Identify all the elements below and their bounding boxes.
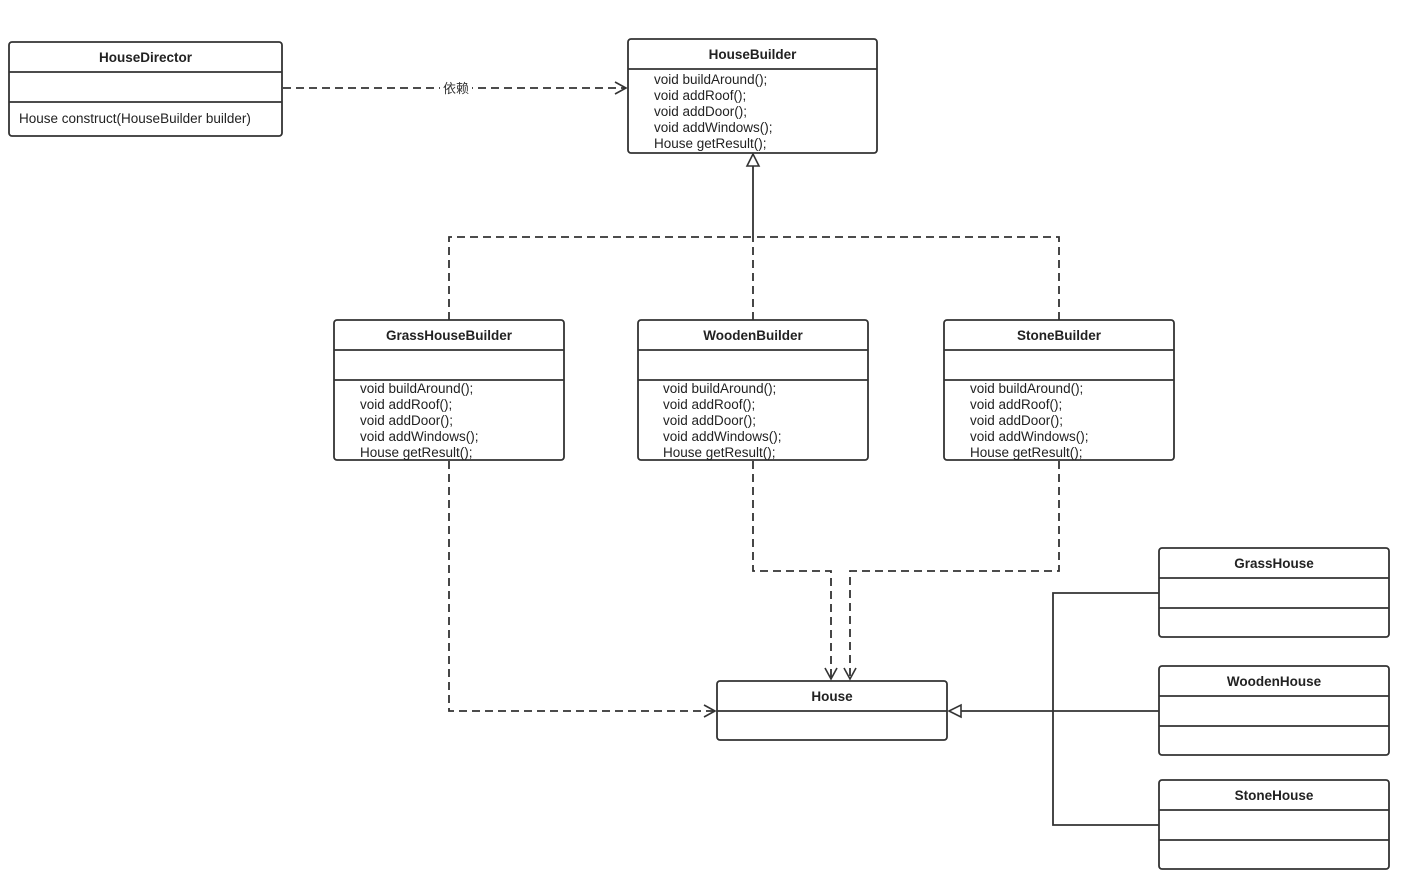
class-name: WoodenHouse bbox=[1227, 674, 1322, 689]
class-name: HouseBuilder bbox=[709, 47, 798, 62]
class-method: House construct(HouseBuilder builder) bbox=[19, 111, 251, 126]
dependency-label: 依赖 bbox=[443, 81, 469, 96]
class-method: void addDoor(); bbox=[360, 413, 453, 428]
class-name: WoodenBuilder bbox=[703, 328, 803, 343]
class-method: void addDoor(); bbox=[654, 104, 747, 119]
class-wooden-builder[interactable]: WoodenBuilder void buildAround(); void a… bbox=[637, 319, 869, 461]
class-name: StoneBuilder bbox=[1017, 328, 1102, 343]
class-method: House getResult(); bbox=[663, 445, 776, 460]
class-method: void buildAround(); bbox=[970, 381, 1083, 396]
edge-stone-builder-realization bbox=[753, 236, 1060, 320]
class-method: void addWindows(); bbox=[360, 429, 479, 444]
edge-grass-builder-to-house bbox=[448, 461, 717, 718]
class-house-builder[interactable]: HouseBuilder void buildAround(); void ad… bbox=[627, 38, 878, 154]
class-method: void buildAround(); bbox=[654, 72, 767, 87]
class-method: void buildAround(); bbox=[663, 381, 776, 396]
class-house[interactable]: House bbox=[716, 680, 948, 741]
class-name: StoneHouse bbox=[1235, 788, 1314, 803]
class-method: void addWindows(); bbox=[663, 429, 782, 444]
class-method: void addRoof(); bbox=[360, 397, 452, 412]
class-grass-house-builder[interactable]: GrassHouseBuilder void buildAround(); vo… bbox=[333, 319, 565, 461]
class-stone-house[interactable]: StoneHouse bbox=[1158, 779, 1390, 870]
class-method: void addWindows(); bbox=[970, 429, 1089, 444]
class-method: void addDoor(); bbox=[970, 413, 1063, 428]
edge-grass-builder-realization bbox=[448, 236, 753, 320]
class-wooden-house[interactable]: WoodenHouse bbox=[1158, 665, 1390, 756]
edge-grass-house-generalization bbox=[1052, 592, 1159, 711]
class-name: HouseDirector bbox=[99, 50, 193, 65]
class-name: House bbox=[811, 689, 853, 704]
class-method: void addDoor(); bbox=[663, 413, 756, 428]
edge-stone-house-generalization bbox=[1052, 711, 1159, 826]
class-method: void addRoof(); bbox=[970, 397, 1062, 412]
class-grass-house[interactable]: GrassHouse bbox=[1158, 547, 1390, 638]
class-method: void buildAround(); bbox=[360, 381, 473, 396]
class-name: GrassHouseBuilder bbox=[386, 328, 513, 343]
edge-wooden-builder-to-house bbox=[752, 461, 838, 681]
class-method: void addRoof(); bbox=[663, 397, 755, 412]
edge-stone-builder-to-house bbox=[843, 461, 1060, 681]
class-name: GrassHouse bbox=[1234, 556, 1314, 571]
class-stone-builder[interactable]: StoneBuilder void buildAround(); void ad… bbox=[943, 319, 1175, 461]
class-house-director[interactable]: HouseDirector House construct(HouseBuild… bbox=[8, 41, 283, 137]
class-method: House getResult(); bbox=[654, 136, 767, 151]
class-method: House getResult(); bbox=[970, 445, 1083, 460]
class-method: void addRoof(); bbox=[654, 88, 746, 103]
class-method: void addWindows(); bbox=[654, 120, 773, 135]
class-method: House getResult(); bbox=[360, 445, 473, 460]
